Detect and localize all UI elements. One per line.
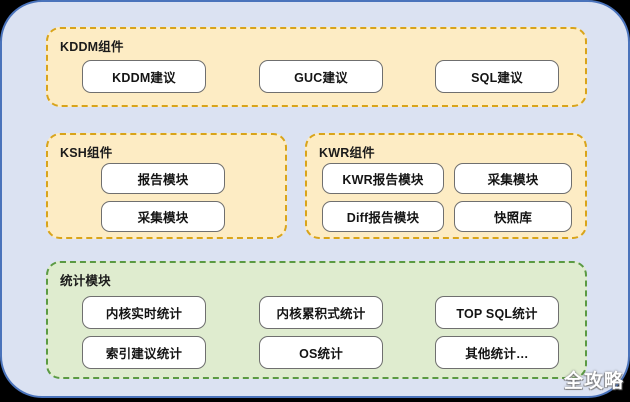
group-kddm-label: KDDM组件 xyxy=(60,40,124,54)
chip-sql-suggestion[interactable]: SQL建议 xyxy=(435,60,559,93)
chip-kwr-snapshot-repository[interactable]: 快照库 xyxy=(454,201,572,232)
chip-guc-suggestion[interactable]: GUC建议 xyxy=(259,60,383,93)
chip-index-suggestion-stats[interactable]: 索引建议统计 xyxy=(82,336,206,369)
chip-top-sql-stats[interactable]: TOP SQL统计 xyxy=(435,296,559,329)
chip-kddm-suggestion[interactable]: KDDM建议 xyxy=(82,60,206,93)
group-ksh: KSH组件 报告模块 采集模块 xyxy=(46,133,287,239)
chip-other-stats[interactable]: 其他统计… xyxy=(435,336,559,369)
chip-kwr-diff-report-module[interactable]: Diff报告模块 xyxy=(322,201,444,232)
chip-kwr-report-module[interactable]: KWR报告模块 xyxy=(322,163,444,194)
group-kwr-label: KWR组件 xyxy=(319,146,375,160)
chip-ksh-collection-module[interactable]: 采集模块 xyxy=(101,201,225,232)
chip-kernel-realtime-stats[interactable]: 内核实时统计 xyxy=(82,296,206,329)
group-kwr: KWR组件 KWR报告模块 采集模块 Diff报告模块 快照库 xyxy=(305,133,587,239)
group-ksh-label: KSH组件 xyxy=(60,146,113,160)
chip-kernel-cumulative-stats[interactable]: 内核累积式统计 xyxy=(259,296,383,329)
chip-kwr-collection-module[interactable]: 采集模块 xyxy=(454,163,572,194)
group-kddm: KDDM组件 KDDM建议 GUC建议 SQL建议 xyxy=(46,27,587,107)
group-statistics: 统计模块 内核实时统计 内核累积式统计 TOP SQL统计 索引建议统计 OS统… xyxy=(46,261,587,379)
group-statistics-label: 统计模块 xyxy=(60,274,111,288)
chip-os-stats[interactable]: OS统计 xyxy=(259,336,383,369)
chip-ksh-report-module[interactable]: 报告模块 xyxy=(101,163,225,194)
